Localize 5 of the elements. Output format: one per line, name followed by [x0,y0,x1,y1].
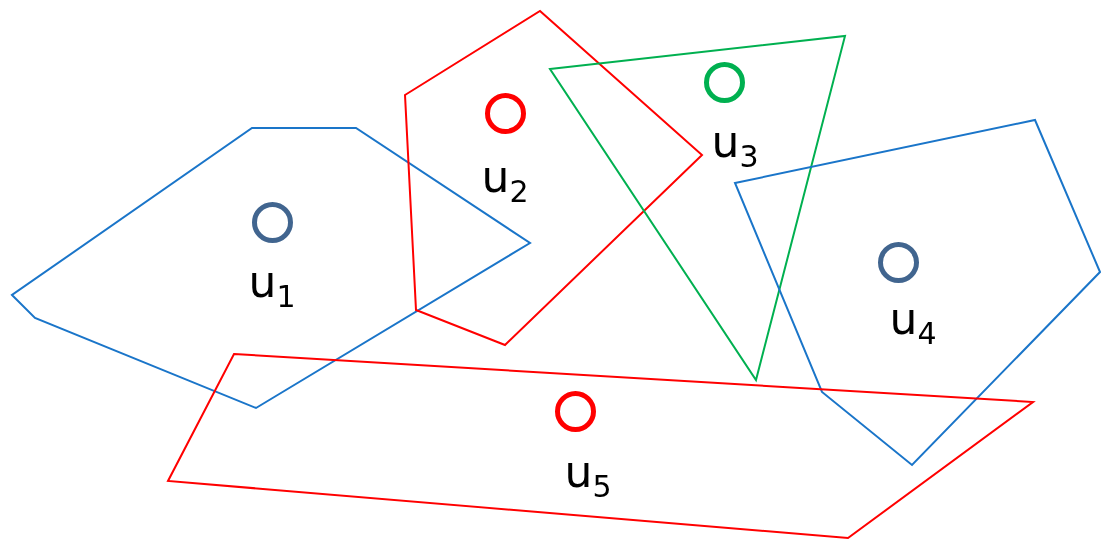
vertex-label: u$_{3}$ [711,120,759,172]
vertex-label: u$_{2}$ [481,155,529,207]
vertex-label: u$_{5}$ [564,450,612,502]
vertex-label: u$_{4}$ [889,297,937,349]
vertex-label: u$_{1}$ [248,260,296,312]
